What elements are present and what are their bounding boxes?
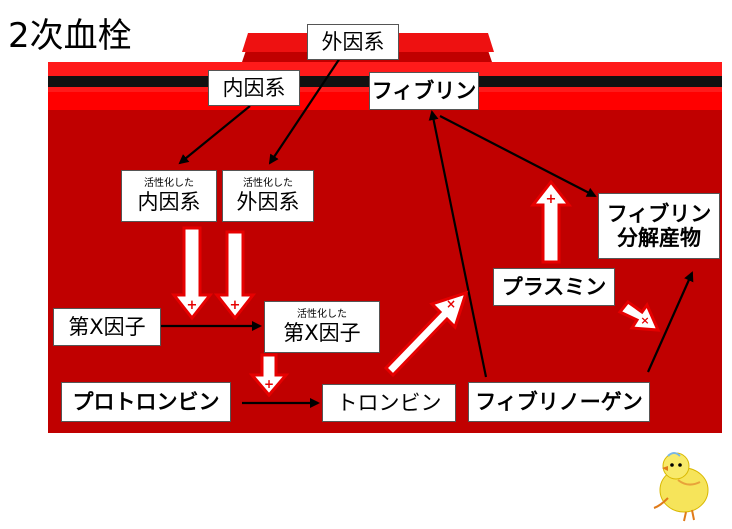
thrombin-label: トロンビン bbox=[336, 390, 442, 415]
plus-icon: + bbox=[264, 377, 274, 391]
chick-illustration bbox=[653, 452, 709, 522]
slide-title: 2次血栓 bbox=[8, 16, 132, 56]
plasmin-up-arrow: + bbox=[529, 179, 573, 264]
activated-prefix: 活性化した bbox=[297, 309, 347, 321]
fibrin-label: フィブリン bbox=[371, 78, 477, 103]
extrinsic-pathway-box: 外因系 bbox=[307, 24, 399, 60]
activated-prefix: 活性化した bbox=[144, 178, 194, 190]
prothrombin-box: プロトロンビン bbox=[61, 382, 231, 422]
thrombin-box: トロンビン bbox=[322, 384, 456, 422]
plus-icon: + bbox=[546, 192, 557, 207]
activation-arrow-2: + bbox=[213, 230, 257, 321]
activated-intrinsic-box: 活性化した 内因系 bbox=[121, 170, 217, 222]
arrow-intrinsic-to-activated bbox=[178, 105, 251, 165]
plasmin-box: プラスミン bbox=[493, 268, 615, 306]
arrow-fibrin-to-degradation bbox=[439, 115, 597, 197]
plus-icon: + bbox=[230, 298, 241, 313]
fibrinogen-label: フィブリノーゲン bbox=[475, 389, 643, 414]
activated-extrinsic-label: 外因系 bbox=[236, 189, 300, 214]
inhibition-arrow-thrombin: × bbox=[383, 290, 469, 378]
x-icon: × bbox=[640, 314, 649, 327]
activated-factor-x-box: 活性化した 第X因子 bbox=[264, 301, 380, 353]
pathway-arrows bbox=[160, 57, 694, 408]
x-icon: × bbox=[446, 297, 456, 311]
activated-extrinsic-box: 活性化した 外因系 bbox=[222, 170, 314, 222]
activation-arrow-1: + bbox=[170, 226, 214, 321]
fibrin-box: フィブリン bbox=[369, 72, 479, 110]
extrinsic-pathway-label: 外因系 bbox=[321, 29, 385, 54]
intrinsic-pathway-box: 内因系 bbox=[208, 70, 300, 106]
arrow-extrinsic-to-activated bbox=[268, 57, 341, 165]
plasmin-inhibition-arrow: × bbox=[617, 299, 661, 332]
activated-prefix: 活性化した bbox=[243, 178, 293, 190]
fibrin-degradation-line2: 分解産物 bbox=[617, 226, 701, 250]
intrinsic-pathway-label: 内因系 bbox=[222, 75, 286, 100]
arrow-to-degradation-products bbox=[646, 271, 694, 373]
factor-x-box: 第X因子 bbox=[53, 308, 161, 346]
activated-factor-x-label: 第X因子 bbox=[283, 320, 361, 345]
fibrin-degradation-line1: フィブリン bbox=[606, 201, 712, 226]
activated-intrinsic-label: 内因系 bbox=[137, 189, 201, 214]
plasmin-label: プラスミン bbox=[501, 274, 607, 299]
arrow-fibrinogen-to-fibrin bbox=[428, 110, 488, 378]
factor-x-label: 第X因子 bbox=[68, 314, 146, 339]
plus-icon: + bbox=[187, 298, 198, 313]
fibrin-degradation-box: フィブリン 分解産物 bbox=[598, 193, 720, 259]
prothrombin-label: プロトロンビン bbox=[72, 389, 220, 414]
fibrinogen-box: フィブリノーゲン bbox=[468, 382, 650, 422]
activation-arrow-3: + bbox=[248, 353, 290, 398]
